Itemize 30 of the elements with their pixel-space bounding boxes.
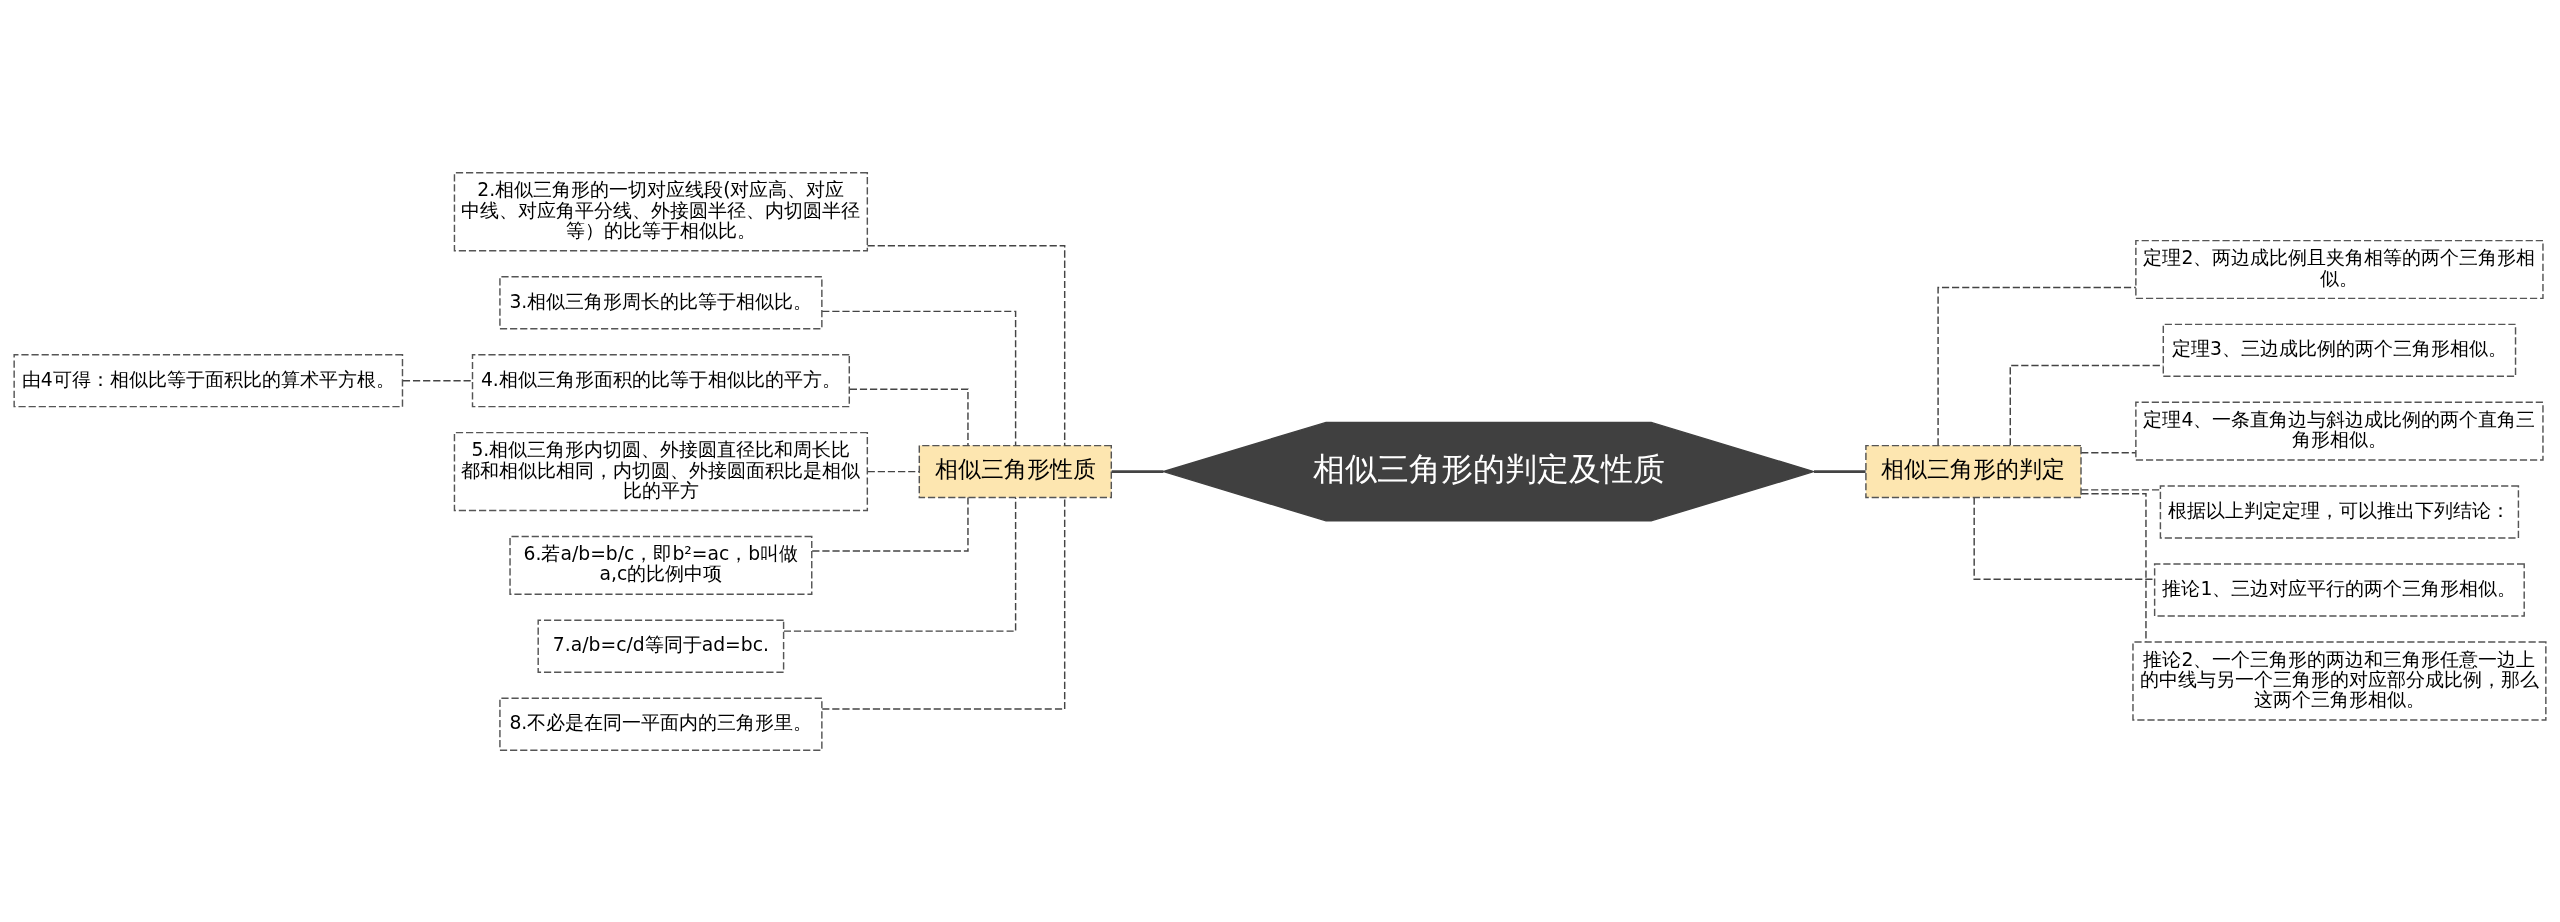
connector (1973, 496, 2155, 580)
node-box: 定理2、两边成比例且夹角相等的两个三角形相似。 (2135, 239, 2544, 299)
connector (2080, 451, 2137, 454)
node-box: 由4可得：相似比等于面积比的算术平方根。 (13, 353, 404, 407)
node-box: 相似三角形的判定 (1865, 444, 2082, 498)
node-box: 4.相似三角形面积的比等于相似比的平方。 (471, 353, 850, 407)
node-box: 推论2、一个三角形的两边和三角形任意一边上的中线与另一个三角形的对应部分成比例，那么这两个三角形相似。 (2132, 640, 2547, 721)
node-box: 相似三角形性质 (918, 444, 1112, 498)
connector (1937, 286, 2137, 446)
connector (821, 310, 1017, 446)
node-box: 7.a/b=c/d等同于ad=bc. (537, 619, 785, 673)
node-box: 根据以上判定定理，可以推出下列结论： (2159, 484, 2520, 539)
connector (402, 379, 473, 381)
connector (848, 388, 969, 446)
node-box: 定理4、一条直角边与斜边成比例的两个直角三角形相似。 (2135, 401, 2544, 461)
connector (2080, 488, 2161, 491)
node-box: 3.相似三角形周长的比等于相似比。 (499, 275, 823, 329)
node-box: 8.不必是在同一平面内的三角形里。 (499, 697, 823, 751)
connector (811, 496, 969, 552)
connector (1111, 469, 1164, 473)
connector (866, 244, 1066, 446)
node-box: 2.相似三角形的一切对应线段(对应高、对应中线、对应角平分线、外接圆半径、内切圆半径等）的比等于相似比。 (453, 171, 869, 251)
connector (1814, 469, 1866, 473)
node-box: 定理3、三边成比例的两个三角形相似。 (2162, 323, 2517, 377)
connector (2080, 492, 2147, 642)
node-box: 5.相似三角形内切圆、外接圆直径比和周长比都和相似比相同，内切圆、外接圆面积比是相似比的平方 (453, 431, 869, 511)
connector (866, 470, 920, 472)
connector (783, 496, 1017, 632)
node-box: 推论1、三边对应平行的两个三角形相似。 (2153, 562, 2525, 617)
node-box: 6.若a/b=b/c，即b²=ac，b叫做a,c的比例中项 (509, 535, 813, 595)
